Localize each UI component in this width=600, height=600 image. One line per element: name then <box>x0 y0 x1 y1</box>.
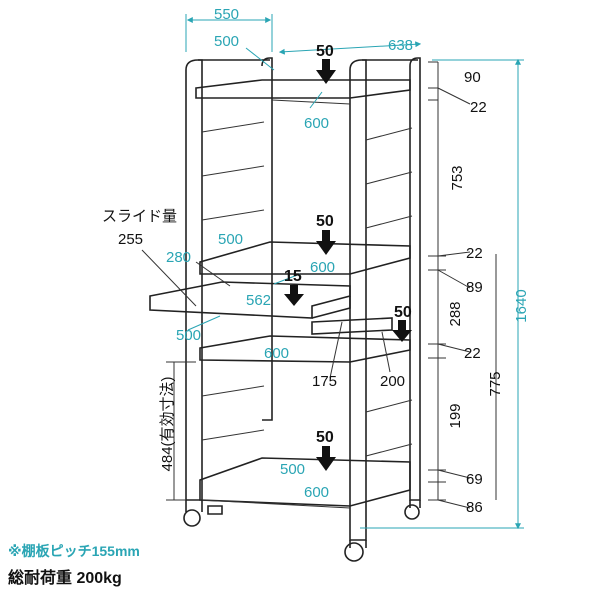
dim-shelf2-depth-left: 280 <box>166 249 191 266</box>
dim-shelf-thickness-low: 22 <box>464 345 481 362</box>
dim-shelf-thickness-top: 22 <box>470 99 487 116</box>
dim-total-height: 1640 <box>513 289 530 322</box>
dim-shelf-thickness-mid: 22 <box>466 245 483 262</box>
dimension-lines <box>141 14 524 530</box>
dim-gap-288: 288 <box>447 301 464 326</box>
dim-slide-width: 175 <box>312 373 337 390</box>
dim-top-height: 90 <box>464 69 481 86</box>
dim-effective-height: 484(有効寸法) <box>159 376 176 471</box>
load-side-table: 50 <box>394 304 412 321</box>
dim-bottom-gap: 69 <box>466 471 483 488</box>
dim-shelf2-depth: 600 <box>310 259 335 276</box>
dim-shelf2-width: 500 <box>218 231 243 248</box>
total-load-note: 総耐荷重 200kg <box>8 570 122 587</box>
load-arrow-icon <box>392 320 412 342</box>
dim-shelf4-depth: 600 <box>304 484 329 501</box>
dim-inner-width: 500 <box>214 33 239 50</box>
rack-frame <box>149 57 421 562</box>
load-arrow-icon <box>316 59 336 84</box>
dim-slide-side-width: 200 <box>380 373 405 390</box>
dim-caster-height: 86 <box>466 499 483 516</box>
load-arrow-icon <box>316 230 336 255</box>
dim-shelf4-width: 500 <box>280 461 305 478</box>
load-slide-table: 15 <box>284 268 302 285</box>
load-bottom: 50 <box>316 429 334 446</box>
dim-shelf3-width: 500 <box>176 327 201 344</box>
slide-label: スライド量 <box>102 208 177 225</box>
dim-depth: 638 <box>388 37 413 54</box>
load-arrows <box>284 59 412 471</box>
load-top: 50 <box>316 43 334 60</box>
dim-overall-width: 550 <box>214 6 239 23</box>
dim-section-lower: 775 <box>487 371 504 396</box>
dim-slide-depth: 562 <box>246 292 271 309</box>
dim-top-depth: 600 <box>304 115 329 132</box>
load-arrow-icon <box>284 285 304 306</box>
slide-value: 255 <box>118 231 143 248</box>
load-arrow-icon <box>316 446 336 471</box>
load-shelf2: 50 <box>316 213 334 230</box>
dim-gap-199: 199 <box>447 403 464 428</box>
dim-gap-89: 89 <box>466 279 483 296</box>
dim-section-upper: 753 <box>449 165 466 190</box>
dim-shelf3-depth: 600 <box>264 345 289 362</box>
shelf-pitch-note: ※棚板ピッチ155mm <box>8 543 140 559</box>
